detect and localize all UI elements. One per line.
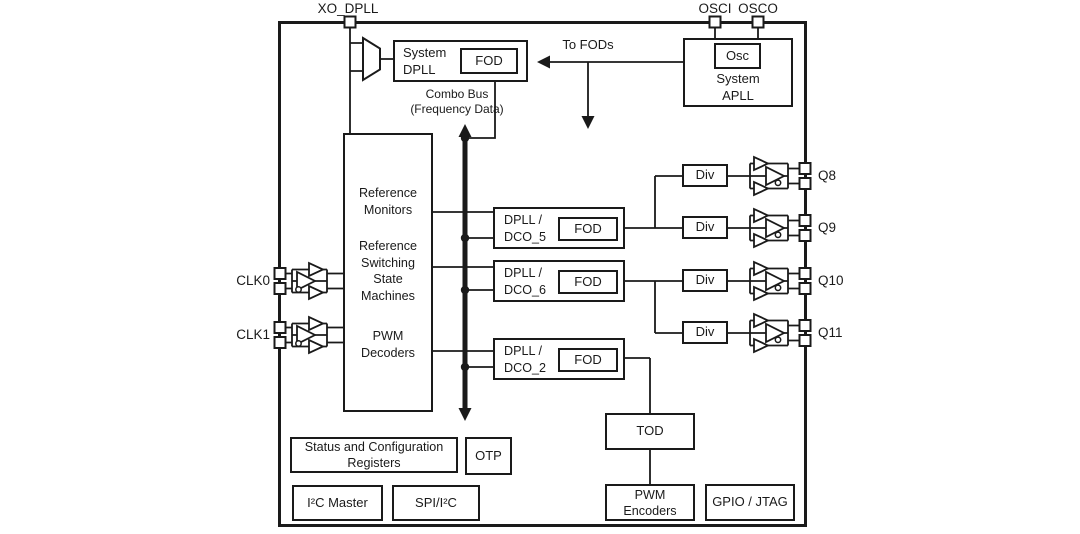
combo-bus-label: Combo Bus (Frequency Data) [410,87,504,116]
pin-label-osco: OSCO [738,1,778,16]
q11-pin-p [798,319,812,332]
dpll-dco6-fod-block: FOD [558,270,618,294]
spi-i2c-block: SPI/I²C [392,485,480,521]
clk1-pin-n [273,336,287,349]
pin-label-clk0: CLK0 [236,273,270,288]
q8-pin-p [798,162,812,175]
q10-output-buffer-icon [736,261,801,301]
pin-label-xo-dpll: XO_DPLL [317,1,379,16]
q8-pin-n [798,177,812,190]
pwm-decoders-label: PWM Decoders [361,329,415,360]
dpll-dco6-block: DPLL / DCO_6 FOD [493,260,625,302]
system-dpll-fod-block: FOD [460,48,518,74]
i2c-master-block: I²C Master [292,485,383,521]
dpll-dco5-label: DPLL / DCO_5 [504,213,546,244]
q10-pin-n [798,282,812,295]
q8-output-buffer-icon [736,156,801,196]
q9-output-buffer-icon [736,208,801,248]
xo-dpll-pin [343,15,357,29]
reference-monitors-label: Reference Monitors [358,186,418,217]
div-block-q8: Div [682,164,728,187]
osci-pin [708,15,722,29]
q9-pin-n [798,229,812,242]
dpll-dco2-label: DPLL / DCO_2 [504,344,546,375]
pin-label-q8: Q8 [818,168,837,183]
system-dpll-label: System DPLL [403,45,447,77]
clk1-pin-p [273,321,287,334]
signal-wires [349,28,759,484]
to-fods-left-arrow-icon [537,55,550,69]
otp-block: OTP [465,437,512,475]
div-block-q11: Div [682,321,728,344]
bus-arrow-down-icon [458,408,472,421]
pin-label-q10: Q10 [818,273,844,288]
osco-pin [751,15,765,29]
pin-label-clk1: CLK1 [236,327,270,342]
dpll-dco6-label: DPLL / DCO_6 [504,266,546,297]
tod-block: TOD [605,413,695,450]
reference-monitors-block: Reference Monitors Reference Switching S… [343,133,433,412]
clk0-input-buffer-icon [283,262,344,300]
dpll-dco2-block: DPLL / DCO_2 FOD [493,338,625,380]
system-dpll-block: System DPLL FOD [393,40,528,82]
dpll-dco2-fod-block: FOD [558,348,618,372]
system-apll-label: System APLL [716,71,760,103]
clk0-pin-n [273,282,287,295]
gpio-jtag-block: GPIO / JTAG [705,484,795,521]
clk1-input-buffer-icon [283,316,344,354]
to-fods-down-arrow-icon [581,116,595,129]
pwm-encoders-block: PWM Encoders [605,484,695,521]
apll-osc-block: Osc [714,43,761,69]
reference-mux-icon [362,36,381,82]
status-config-registers-block: Status and Configuration Registers [290,437,458,473]
div-block-q9: Div [682,216,728,239]
pin-label-q9: Q9 [818,220,837,235]
dpll-dco5-block: DPLL / DCO_5 FOD [493,207,625,249]
q9-pin-p [798,214,812,227]
package-pins [273,15,812,349]
reference-switching-label: Reference Switching State Machines [358,239,418,303]
to-fods-label: To FODs [562,37,614,52]
combo-bus-line [458,124,472,421]
div-block-q10: Div [682,269,728,292]
q10-pin-p [798,267,812,280]
clk0-pin-p [273,267,287,280]
pin-label-q11: Q11 [818,325,843,340]
q11-output-buffer-icon [736,313,801,353]
bus-arrow-up-icon [458,124,472,137]
system-apll-block: Osc System APLL [683,38,793,107]
q11-pin-n [798,334,812,347]
dpll-dco5-fod-block: FOD [558,217,618,241]
pin-label-osci: OSCI [698,1,732,16]
